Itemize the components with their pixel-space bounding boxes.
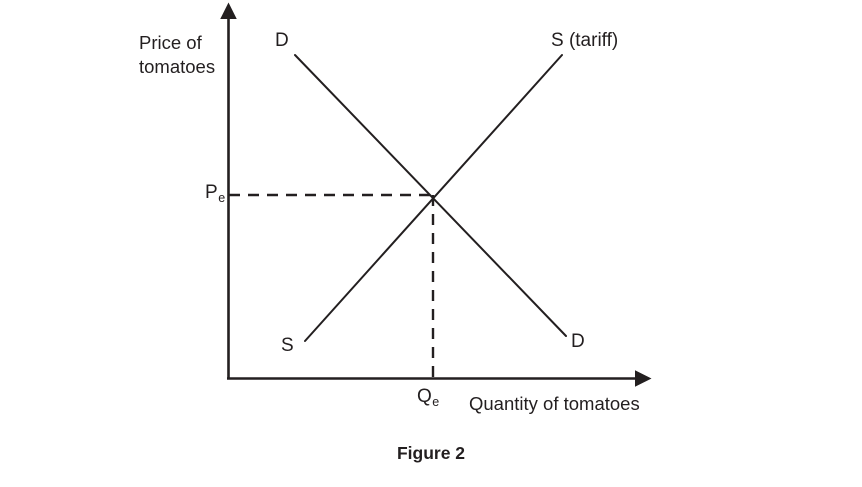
y-axis-label-line-1: Price of: [139, 32, 202, 53]
figure-caption: Figure 2: [396, 443, 466, 463]
equilibrium-price-label: Pe: [205, 181, 225, 205]
supply-curve-label-bottom: S: [281, 335, 294, 356]
demand-curve: [294, 54, 567, 337]
demand-curve-label-top: D: [275, 30, 289, 51]
equilibrium-price-letter: P: [205, 182, 218, 203]
y-axis-label: Price of tomatoes: [139, 31, 215, 78]
equilibrium-quantity-subscript: e: [432, 395, 440, 409]
y-axis-label-line-2: tomatoes: [139, 55, 216, 77]
supply-curve-label-top: S (tariff): [551, 30, 619, 51]
x-axis-label: Quantity of tomatoes: [469, 393, 640, 414]
demand-curve-label-bottom: D: [571, 331, 585, 352]
equilibrium-price-subscript: e: [218, 191, 226, 205]
equilibrium-quantity-label: Qe: [417, 385, 439, 409]
equilibrium-quantity-letter: Q: [417, 386, 432, 407]
